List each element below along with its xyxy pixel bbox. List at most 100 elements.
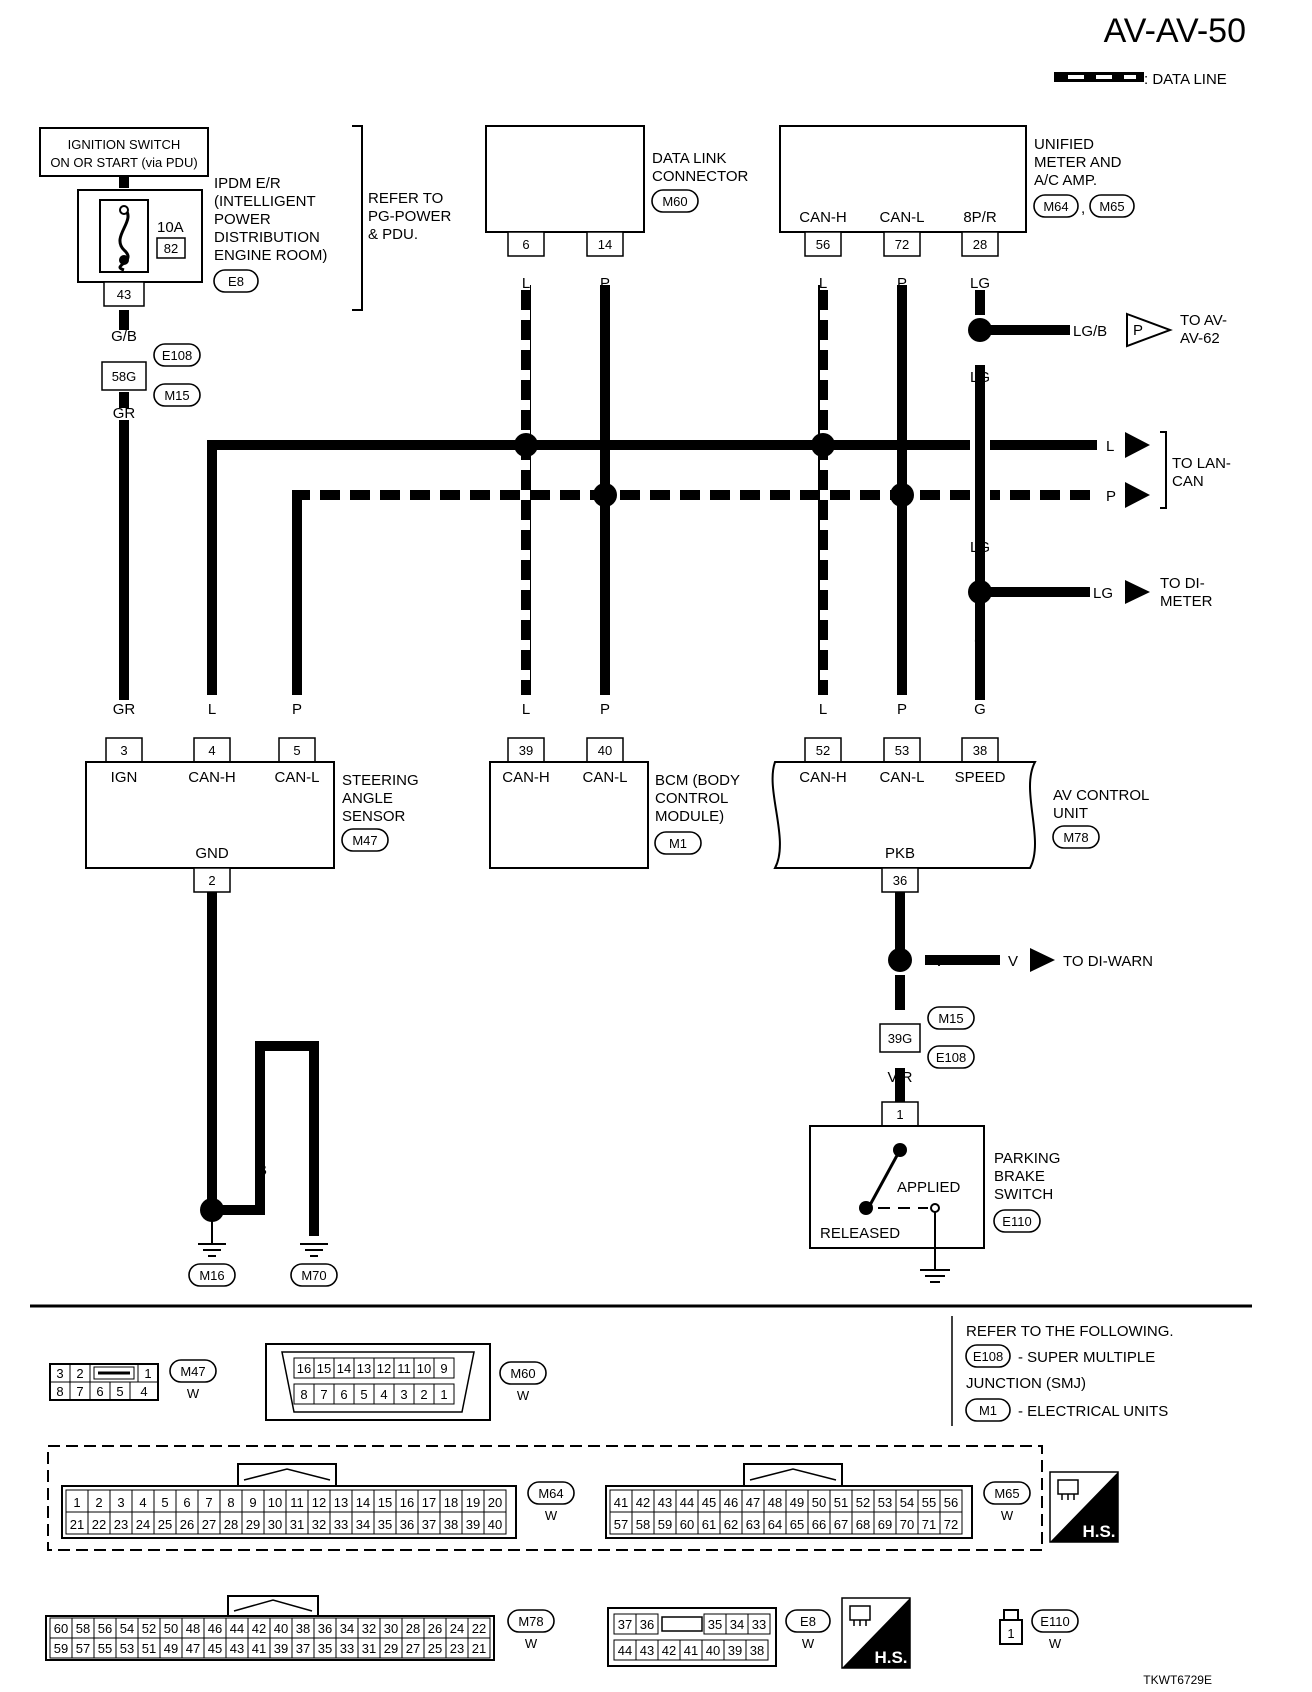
svg-text:A/C AMP.: A/C AMP.	[1034, 172, 1097, 189]
cavity-number: 56	[944, 1495, 958, 1510]
svg-text:1: 1	[1007, 1626, 1014, 1641]
svg-text:M1: M1	[979, 1403, 997, 1418]
cavity-number: 10	[268, 1495, 282, 1510]
cavity-number: 37	[422, 1517, 436, 1532]
cavity-number: 28	[224, 1517, 238, 1532]
svg-text:IPDM E/R: IPDM E/R	[214, 175, 281, 192]
cavity-number: 55	[922, 1495, 936, 1510]
svg-text:& PDU.: & PDU.	[368, 226, 418, 243]
svg-text:14: 14	[598, 237, 612, 252]
cavity-number: 6	[340, 1387, 347, 1402]
cavity-number: 43	[658, 1495, 672, 1510]
cavity-number: 57	[614, 1517, 628, 1532]
cavity-number: 57	[76, 1641, 90, 1656]
svg-text:SWITCH: SWITCH	[994, 1186, 1053, 1203]
connector-cavity	[433, 1357, 455, 1379]
svg-text:AV-62: AV-62	[1180, 330, 1220, 347]
svg-text:36: 36	[640, 1617, 654, 1632]
cavity-number: 44	[680, 1495, 694, 1510]
cavity-number: 38	[750, 1643, 764, 1658]
connector-cavity	[745, 1639, 769, 1661]
cavity-number: 24	[136, 1517, 150, 1532]
cavity-number: 62	[724, 1517, 738, 1532]
svg-text:IGNITION SWITCH: IGNITION SWITCH	[68, 137, 181, 152]
cavity-number: 35	[318, 1641, 332, 1656]
splice-dots	[200, 318, 992, 1222]
svg-text:BCM (BODY: BCM (BODY	[655, 772, 740, 789]
svg-text:SPEED: SPEED	[955, 769, 1006, 786]
svg-text:,: ,	[1081, 200, 1085, 217]
cavity-number: 39	[466, 1517, 480, 1532]
dlc-label: DATA LINK CONNECTOR	[652, 150, 749, 185]
cavity-number: 71	[922, 1517, 936, 1532]
svg-text:M65: M65	[994, 1486, 1019, 1501]
cavity-number: 21	[70, 1517, 84, 1532]
svg-text:M65: M65	[1099, 199, 1124, 214]
cavity-number: 1	[73, 1495, 80, 1510]
cavity-number: 35	[378, 1517, 392, 1532]
arrow-to-lan-l	[1125, 482, 1150, 508]
cavity-number: 61	[702, 1517, 716, 1532]
cavity-number: 7	[205, 1495, 212, 1510]
m64-m65-group	[47, 1445, 1043, 1551]
cavity-number: 69	[878, 1517, 892, 1532]
cavity-number: 4	[380, 1387, 387, 1402]
cavity-number: 31	[362, 1641, 376, 1656]
svg-text:CAN-L: CAN-L	[879, 209, 924, 226]
svg-text:V: V	[934, 953, 944, 970]
svg-text:M15: M15	[938, 1011, 963, 1026]
svg-text:M70: M70	[301, 1268, 326, 1283]
svg-text:CAN-L: CAN-L	[274, 769, 319, 786]
svg-text:82: 82	[164, 241, 178, 256]
svg-text:(INTELLIGENT: (INTELLIGENT	[214, 193, 316, 210]
cavity-number: 55	[98, 1641, 112, 1656]
svg-text:E8: E8	[800, 1614, 816, 1629]
cavity-number: 45	[208, 1641, 222, 1656]
svg-text:43: 43	[117, 287, 131, 302]
svg-text:7: 7	[76, 1384, 83, 1399]
svg-text:W: W	[517, 1388, 530, 1403]
svg-text:58G: 58G	[112, 369, 137, 384]
svg-text:CONTROL: CONTROL	[655, 790, 728, 807]
cavity-number: 2	[95, 1495, 102, 1510]
cavity-number: 41	[252, 1641, 266, 1656]
cavity-number: 25	[158, 1517, 172, 1532]
cavity-number: 11	[290, 1495, 304, 1510]
cavity-number: 3	[400, 1387, 407, 1402]
cavity-number: 45	[702, 1495, 716, 1510]
cavity-number: 41	[684, 1643, 698, 1658]
svg-text:L: L	[208, 701, 216, 718]
refer-pg-power: REFER TO PG-POWER & PDU.	[368, 190, 452, 243]
cavity-number: 27	[406, 1641, 420, 1656]
cavity-number: 8	[300, 1387, 307, 1402]
svg-text:DATA LINK: DATA LINK	[652, 150, 726, 167]
connector-cavity	[467, 1637, 491, 1659]
cavity-number: 43	[230, 1641, 244, 1656]
svg-text:4: 4	[208, 743, 215, 758]
svg-text:P: P	[1106, 488, 1116, 505]
hs-icon: H.S.	[1049, 1471, 1119, 1543]
svg-text:G/B: G/B	[111, 328, 137, 345]
svg-text:CAN-H: CAN-H	[799, 769, 847, 786]
svg-text:TO DI-: TO DI-	[1160, 575, 1205, 592]
cavity-number: 43	[640, 1643, 654, 1658]
cavity-number: 50	[164, 1621, 178, 1636]
cavity-number: 26	[428, 1621, 442, 1636]
svg-text:M78: M78	[1063, 830, 1088, 845]
svg-text:E8: E8	[228, 274, 244, 289]
svg-text:36: 36	[893, 873, 907, 888]
cavity-number: 48	[768, 1495, 782, 1510]
cavity-number: 10	[417, 1361, 431, 1376]
cavity-number: 46	[208, 1621, 222, 1636]
cavity-number: 60	[680, 1517, 694, 1532]
cavity-number: 34	[340, 1621, 354, 1636]
cavity-number: 70	[900, 1517, 914, 1532]
svg-text:REFER TO: REFER TO	[368, 190, 443, 207]
svg-text:B: B	[309, 1162, 319, 1179]
cavity-number: 30	[268, 1517, 282, 1532]
cavity-number: 34	[356, 1517, 370, 1532]
svg-text:3: 3	[120, 743, 127, 758]
svg-text:P: P	[600, 701, 610, 718]
svg-text:UNIFIED: UNIFIED	[1034, 136, 1094, 153]
svg-text:M16: M16	[199, 1268, 224, 1283]
